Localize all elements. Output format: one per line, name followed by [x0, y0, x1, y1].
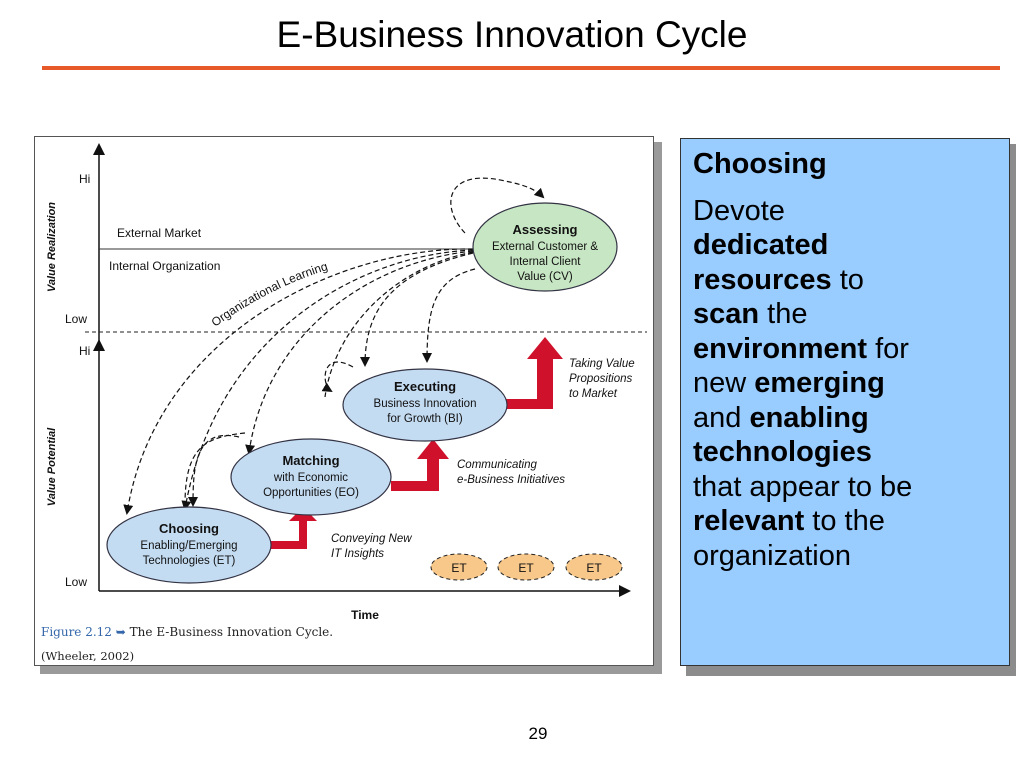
red-arrow-executing-to-market [501, 337, 563, 409]
y-axis-bottom-arrow [93, 339, 105, 351]
choosing-title: Choosing [159, 521, 219, 536]
learning-arrow-to-executing-right [422, 268, 476, 363]
executing-ellipse [342, 368, 508, 442]
panel-text-5: scan [693, 298, 760, 330]
choosing-line-2: Technologies (ET) [143, 555, 236, 567]
learning-arrow-to-executing [360, 252, 474, 367]
matching-line-2: Opportunities (EO) [263, 487, 359, 499]
et-token-1: ET [430, 553, 488, 581]
panel-text-13: technologies [693, 436, 872, 468]
executing-title: Executing [394, 379, 456, 394]
matching-line-1: with Economic [273, 472, 348, 484]
y-axis-top-arrow [93, 143, 105, 155]
red-arrow-choosing-to-matching [269, 507, 317, 549]
conveying-line-2: IT Insights [331, 548, 384, 560]
y-axis-bottom-label: Value Potential [46, 427, 58, 506]
figure-caption: Figure 2.12 ➥ The E-Business Innovation … [41, 625, 333, 639]
et-token-2-label: ET [518, 561, 534, 575]
et-token-1-label: ET [451, 561, 467, 575]
loop-arrow-executing [321, 361, 354, 393]
communicating-line-2: e-Business Initiatives [457, 474, 565, 486]
et-token-1-shape [430, 553, 488, 581]
internal-organization-label: Internal Organization [109, 259, 220, 273]
external-market-label: External Market [117, 226, 202, 240]
assessing-line-1: External Customer & [492, 241, 598, 253]
taking-value-line-1: Taking Value [569, 358, 635, 370]
et-token-3: ET [565, 553, 623, 581]
et-token-2: ET [497, 553, 555, 581]
panel-text-11: and [693, 401, 750, 434]
executing-line-1: Business Innovation [374, 398, 477, 410]
assessing-ellipse [472, 202, 618, 292]
et-token-3-shape [565, 553, 623, 581]
panel-text-16: to the [804, 505, 885, 537]
panel-text-4: to [831, 263, 864, 296]
hi-bottom-label: Hi [79, 344, 90, 358]
red-arrow-matching-to-executing [391, 439, 449, 491]
panel-text-9: new [693, 367, 755, 399]
low-bottom-label: Low [65, 575, 87, 589]
panel-text-12: enabling [749, 401, 869, 434]
figure-source: (Wheeler, 2002) [41, 649, 135, 663]
panel-text-1: Devote [693, 194, 785, 227]
assessing-line-3: Value (CV) [517, 271, 573, 283]
panel-text-10: emerging [754, 367, 885, 399]
loop-arrow-matching [184, 432, 246, 506]
low-top-label: Low [65, 312, 87, 326]
figure-number: Figure 2.12 [41, 625, 112, 639]
assessing-line-2: Internal Client [510, 256, 582, 268]
matching-title: Matching [282, 453, 339, 468]
cycle-diagram: Value Realization Value Potential Hi Low… [46, 143, 647, 622]
panel-heading: Choosing [693, 148, 827, 180]
learning-arrow-to-choosing-left [123, 248, 474, 515]
choosing-ellipse [106, 506, 272, 584]
assessing-title: Assessing [512, 222, 577, 237]
panel-text-17: organization [693, 539, 851, 572]
panel-text-6: the [759, 298, 808, 330]
panel-body: Devote dedicated resources to scan the e… [693, 194, 999, 574]
conveying-line-1: Conveying New [331, 533, 412, 545]
organizational-learning-text: Organizational Learning [209, 259, 330, 329]
panel-text-3: resources [693, 263, 832, 296]
panel-text-7: environment [693, 332, 868, 365]
node-choosing: Choosing Enabling/Emerging Technologies … [106, 506, 272, 584]
panel-text-15: relevant [693, 505, 805, 537]
caption-arrow-icon: ➥ [115, 625, 126, 639]
panel-text-14: that appear to be [693, 470, 913, 503]
taking-value-line-3: to Market [569, 388, 618, 400]
choosing-line-1: Enabling/Emerging [140, 540, 237, 552]
executing-line-2: for Growth (BI) [387, 413, 463, 425]
taking-value-line-2: Propositions [569, 373, 633, 385]
slide-title: E-Business Innovation Cycle [276, 14, 748, 55]
learning-arrow-to-choosing [181, 249, 474, 511]
node-assessing: Assessing External Customer & Internal C… [472, 202, 618, 292]
learning-arrow-to-matching-left [245, 250, 474, 455]
et-token-3-label: ET [586, 561, 602, 575]
loop-arrow-assessing [450, 177, 545, 234]
organizational-learning-label: Organizational Learning [209, 259, 330, 329]
panel-text-2: dedicated [693, 229, 829, 261]
learning-arrow-to-matching [324, 251, 474, 398]
node-matching: Matching with Economic Opportunities (EO… [230, 438, 392, 516]
panel-text-8: for [867, 332, 909, 365]
page-number: 29 [528, 724, 548, 743]
et-token-2-shape [497, 553, 555, 581]
title-underline [42, 66, 1000, 70]
node-executing: Executing Business Innovation for Growth… [342, 368, 508, 442]
matching-ellipse [230, 438, 392, 516]
y-axis-top-label: Value Realization [46, 202, 58, 292]
figure-caption-text: The E-Business Innovation Cycle. [129, 625, 334, 639]
choosing-description-panel: Choosing Devote dedicated resources to s… [680, 138, 1010, 666]
x-axis-arrow [619, 585, 631, 597]
communicating-line-1: Communicating [457, 459, 537, 471]
innovation-cycle-figure: Value Realization Value Potential Hi Low… [34, 136, 654, 666]
x-axis-label: Time [351, 608, 379, 622]
hi-top-label: Hi [79, 172, 90, 186]
